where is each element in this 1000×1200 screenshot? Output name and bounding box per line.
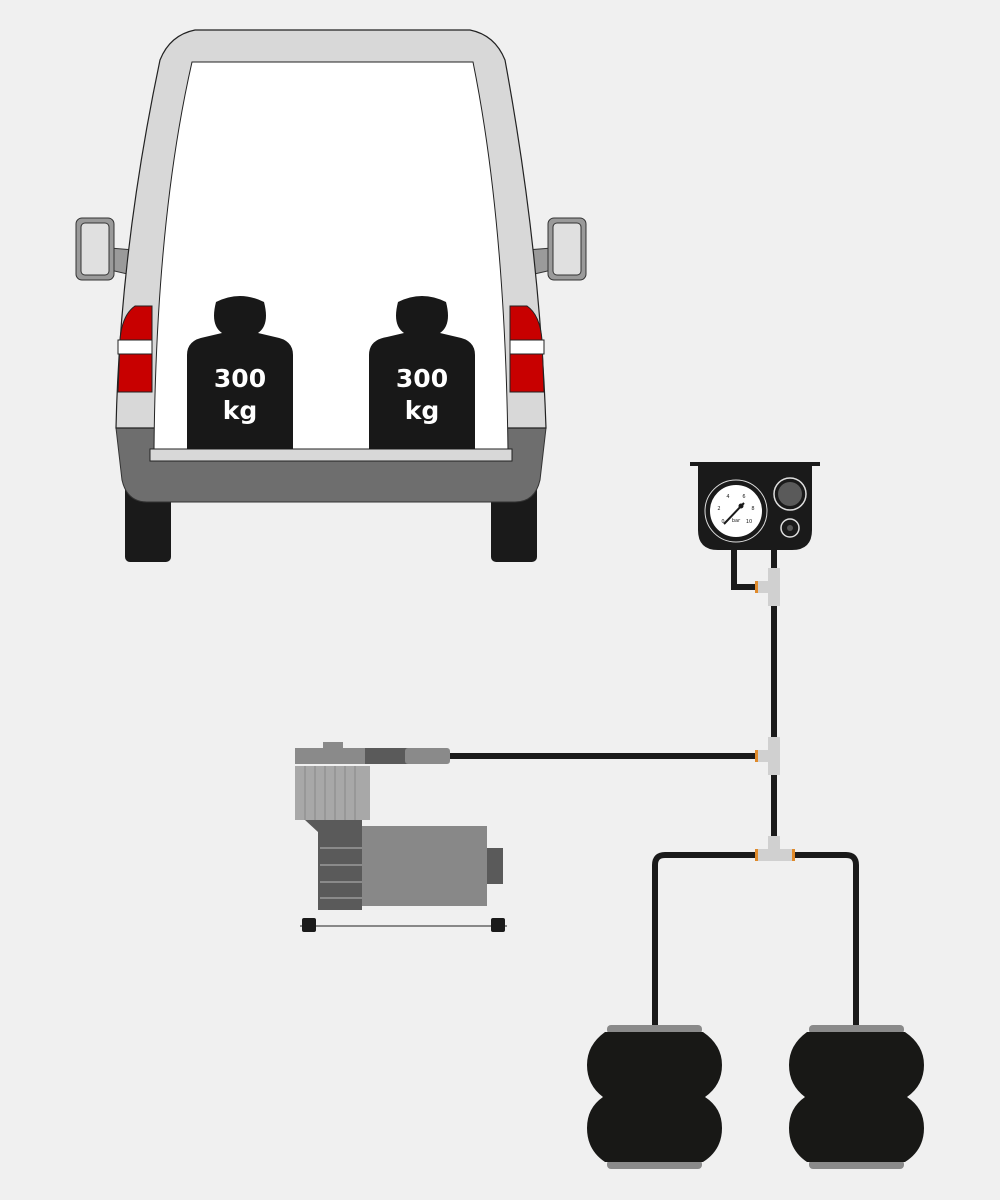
gauge-tick: 8 — [751, 506, 754, 512]
right-mirror-glass — [552, 222, 582, 276]
air-bag-left — [587, 1025, 722, 1169]
t-fitting-top — [755, 568, 780, 606]
gauge-button-large — [773, 477, 807, 511]
air-bag-right — [789, 1025, 924, 1169]
compressor-motor — [362, 826, 487, 906]
weight-left-unit: kg — [223, 396, 258, 425]
weight-right: 300 kg — [369, 296, 475, 449]
hose-right-bag — [774, 852, 859, 1028]
weight-left-value: 300 — [214, 364, 266, 393]
van: 300 kg 300 kg — [75, 29, 587, 562]
gauge-unit: bar — [732, 518, 741, 524]
hose-left-bag — [652, 852, 774, 1028]
gauge-tick: 0 — [721, 519, 724, 525]
right-tail-light-white — [509, 339, 545, 355]
pressure-gauge-panel: 0 2 4 6 8 10 bar — [690, 462, 820, 550]
weight-right-unit: kg — [405, 396, 440, 425]
gauge-tick: 2 — [717, 506, 720, 512]
weight-right-value: 300 — [396, 364, 448, 393]
air-hoses — [450, 548, 859, 1028]
left-mirror-glass — [80, 222, 110, 276]
cargo-floor — [149, 448, 513, 462]
gauge-valve — [780, 518, 800, 538]
t-fitting-bottom — [755, 836, 795, 861]
gauge-tick: 10 — [746, 519, 752, 525]
t-fittings — [755, 568, 795, 861]
t-fitting-middle — [755, 737, 780, 775]
compressor — [295, 742, 507, 932]
left-tail-light-white — [117, 339, 153, 355]
gauge-tick: 6 — [742, 494, 745, 500]
weight-left: 300 kg — [187, 296, 293, 449]
gauge-tick: 4 — [726, 494, 729, 500]
